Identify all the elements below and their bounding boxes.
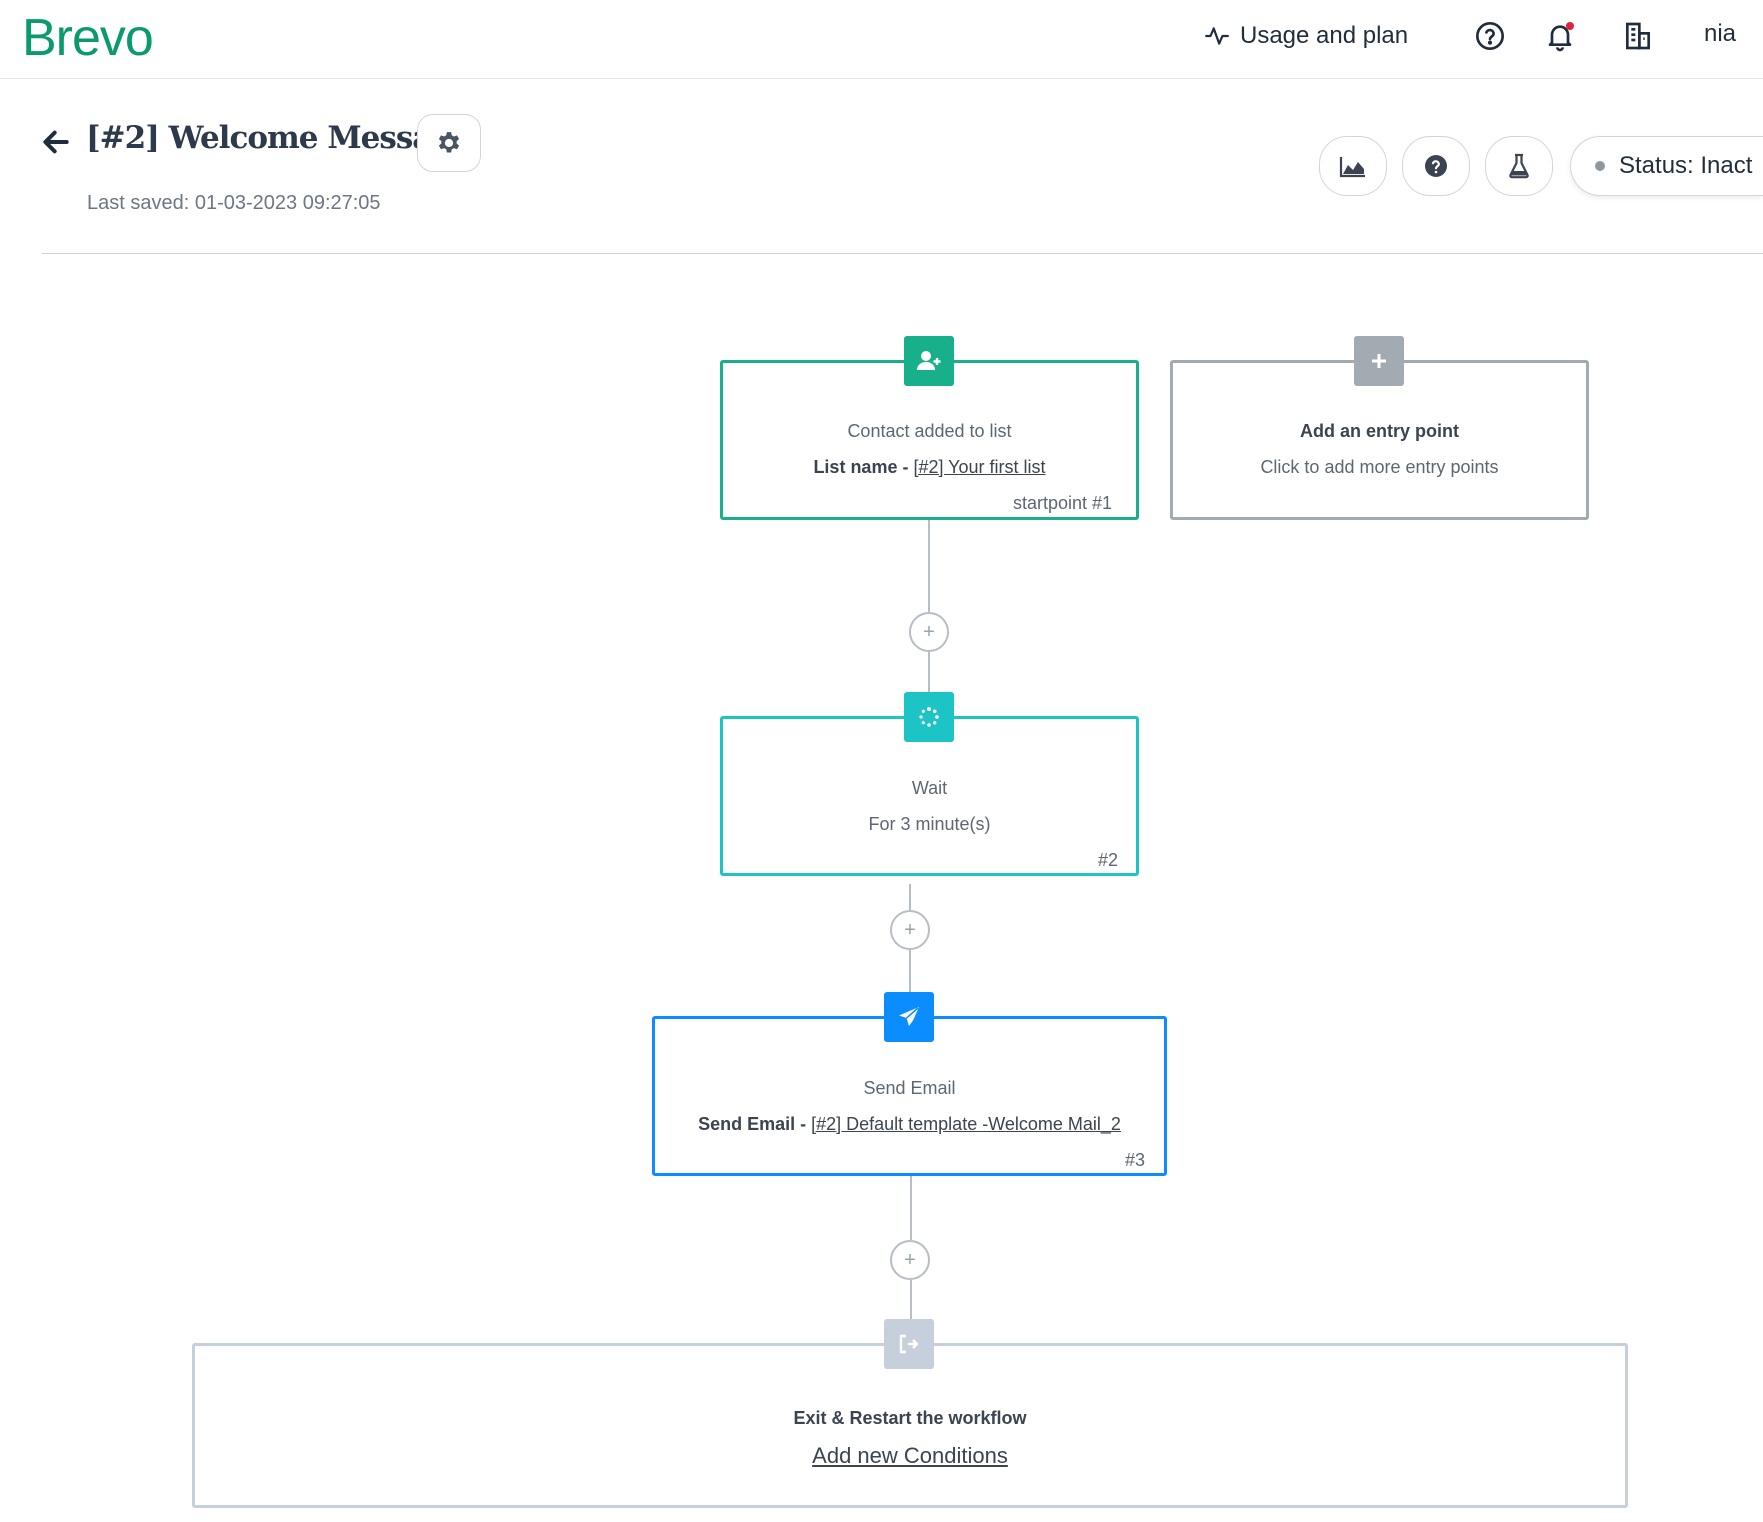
top-navigation-bar [0,0,1763,79]
user-menu[interactable]: nia [1704,20,1737,47]
connector-line [909,950,911,1018]
workflow-settings-button[interactable] [417,114,481,172]
status-indicator-dot [1595,161,1605,171]
notification-badge [1566,22,1574,30]
exit-link-row: Add new Conditions [192,1443,1628,1469]
add-entry-title: Add an entry point [1300,421,1459,441]
wait-spinner-icon [904,692,954,742]
email-template-link[interactable]: [#2] Default template -Welcome Mail_2 [811,1114,1121,1134]
question-circle-icon [1425,155,1447,177]
status-label: Status: Inact [1619,152,1753,179]
brevo-logo[interactable]: Brevo [22,9,154,67]
send-email-row: Send Email - [#2] Default template -Welc… [652,1114,1167,1135]
connector-line [910,1176,912,1240]
workflow-title: [#2] Welcome Message [86,120,472,156]
flask-icon [1509,153,1529,179]
connector-line [910,1280,912,1320]
entry-node-id: startpoint #1 [1013,493,1113,513]
company-icon[interactable] [1622,20,1654,52]
status-dropdown[interactable]: Status: Inact [1570,136,1763,196]
entry-event-label: Contact added to list [847,421,1012,441]
test-workflow-button[interactable] [1485,136,1553,196]
wait-node-id: #2 [1098,850,1119,870]
wait-node[interactable] [720,716,1139,876]
activity-icon [1205,27,1229,45]
add-step-button[interactable]: + [890,1240,930,1280]
exit-restart-node[interactable] [192,1343,1628,1508]
exit-title: Exit & Restart the workflow [793,1408,1027,1428]
help-circle-icon[interactable] [1474,20,1506,52]
add-entry-point-node[interactable] [1170,360,1589,520]
send-email-title: Send Email [863,1078,956,1098]
gear-icon [438,132,460,153]
add-new-conditions-link[interactable]: Add new Conditions [812,1443,1008,1468]
last-saved-text: Last saved: 01-03-2023 09:27:05 [87,192,381,214]
back-arrow-icon[interactable] [40,126,72,158]
entry-list-link[interactable]: [#2] Your first list [913,457,1046,477]
add-step-button[interactable]: + [890,910,930,950]
send-email-prefix: Send Email - [698,1114,812,1134]
exit-icon [884,1319,934,1369]
connector-line [928,518,930,612]
add-step-button[interactable]: + [909,612,949,652]
entry-list-prefix: List name - [813,457,914,477]
wait-title: Wait [911,778,948,798]
add-contact-icon [904,336,954,386]
header-divider [42,253,1763,254]
entry-list-row: List name - [#2] Your first list [720,457,1139,478]
entry-point-node[interactable] [720,360,1139,520]
area-chart-icon [1339,157,1365,178]
plus-icon [1354,336,1404,386]
bell-icon[interactable] [1544,20,1576,52]
connector-line [909,884,911,910]
send-email-node[interactable] [652,1016,1167,1176]
statistics-button[interactable] [1319,136,1387,196]
usage-and-plan-link[interactable]: Usage and plan [1204,18,1408,54]
wait-duration: For 3 minute(s) [868,814,991,834]
connector-line [928,652,930,718]
usage-and-plan-label: Usage and plan [1240,22,1409,49]
add-entry-subtitle: Click to add more entry points [1260,457,1499,477]
paper-plane-icon [884,992,934,1042]
send-email-node-id: #3 [1125,1150,1146,1170]
help-button[interactable] [1402,136,1470,196]
